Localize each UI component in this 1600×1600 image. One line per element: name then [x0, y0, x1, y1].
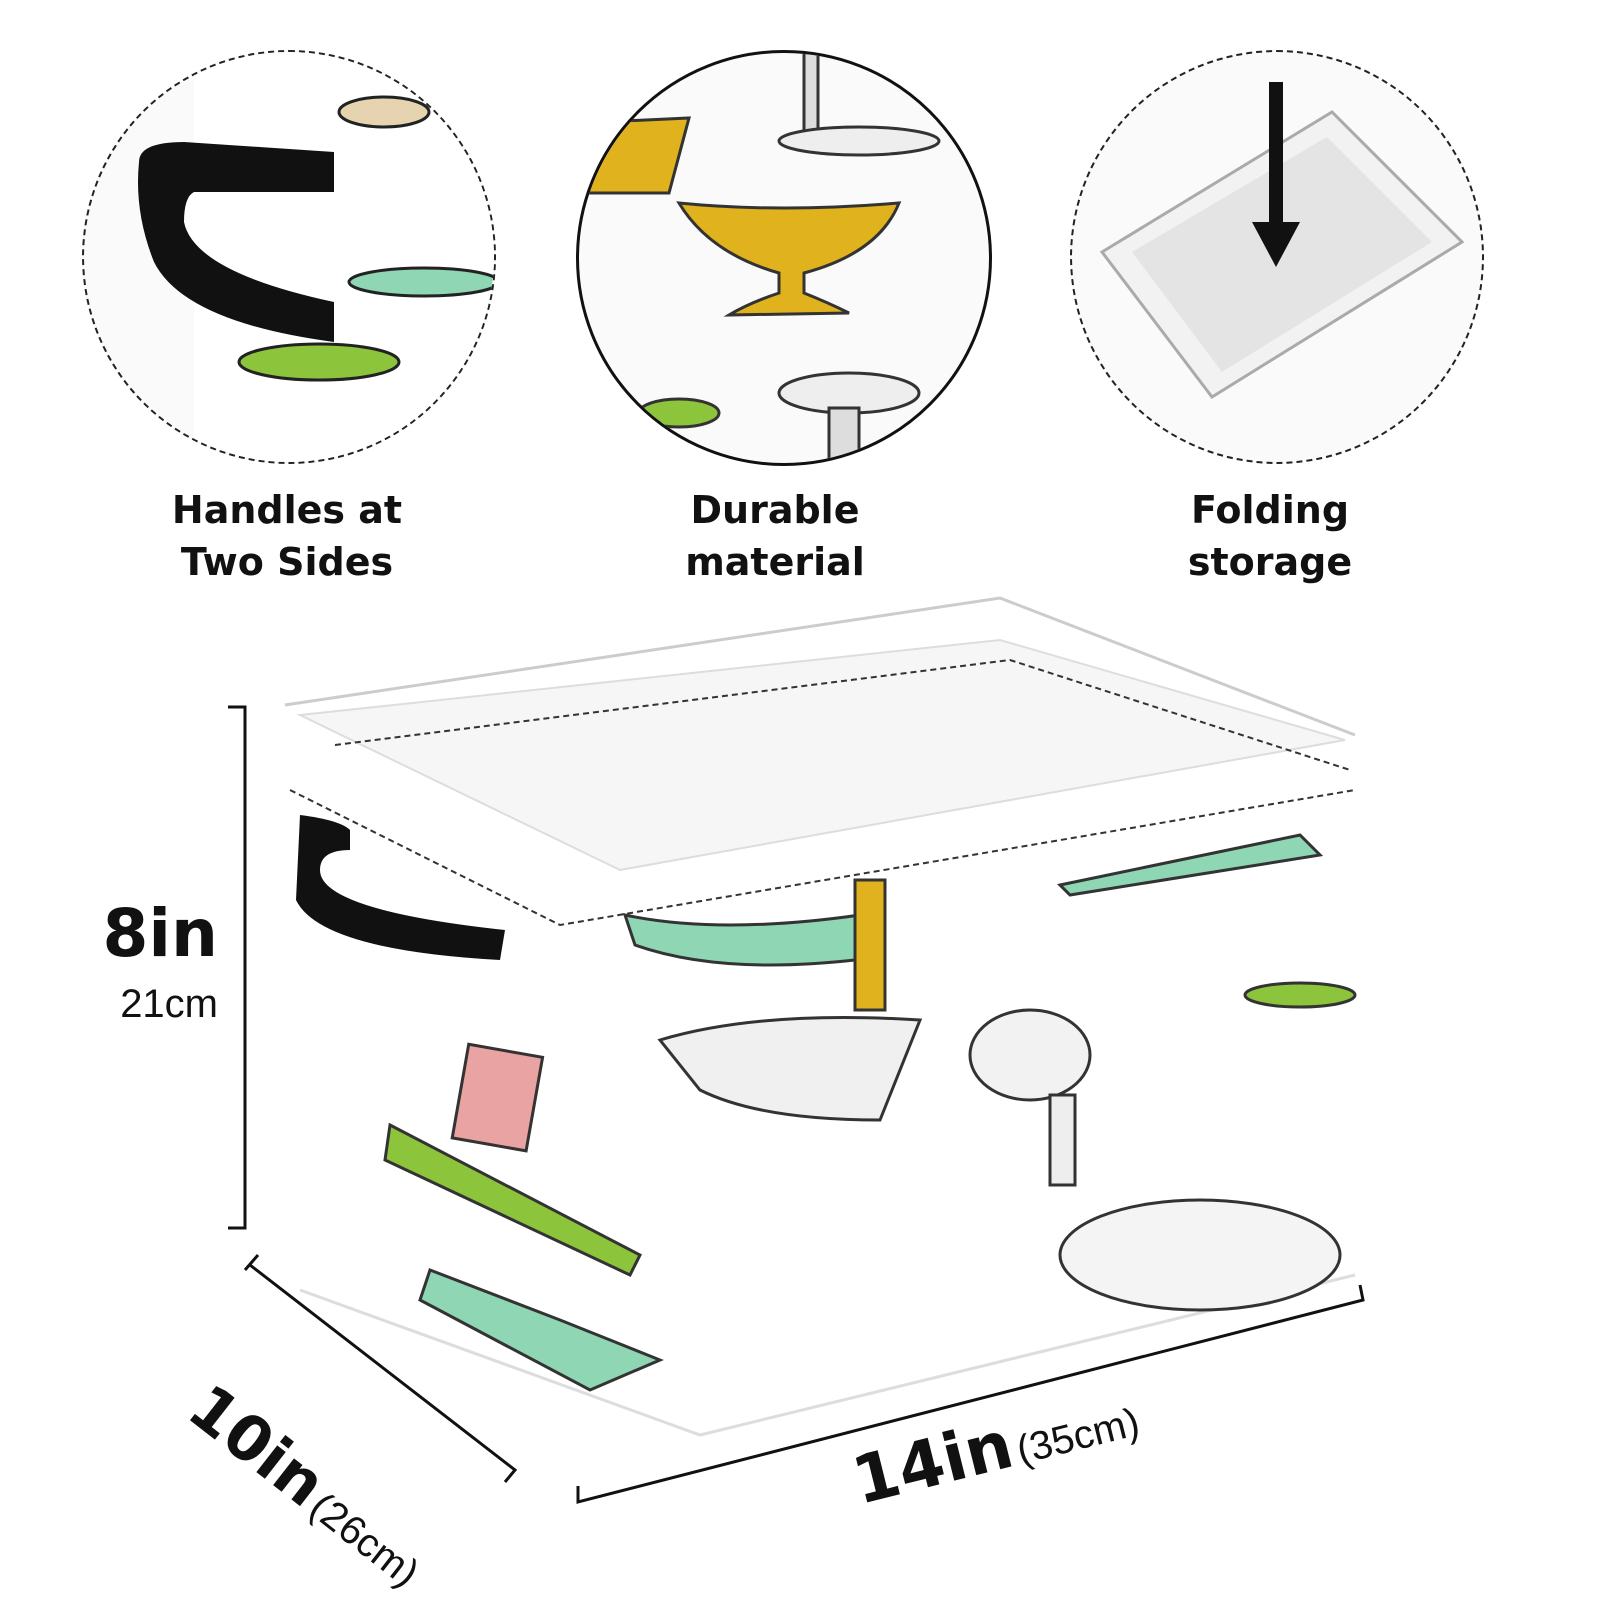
feature-label-handles: Handles at Two Sides	[117, 484, 457, 588]
height-dimension-line	[228, 705, 247, 1230]
feature-label-line: Handles at	[171, 488, 403, 532]
feature-label-material: Durable material	[605, 484, 945, 588]
height-inches: 8in	[102, 895, 218, 972]
feature-label-folding: Folding storage	[1100, 484, 1440, 588]
feature-label-line: Durable	[690, 488, 860, 532]
width-dimension-line	[576, 1284, 1365, 1504]
feature-label-line: Two Sides	[180, 540, 394, 584]
height-cm: 21cm	[120, 982, 218, 1026]
handle-icon	[138, 52, 494, 462]
feature-label-line: storage	[1187, 540, 1353, 584]
depth-dimension-line	[243, 1254, 518, 1483]
handles-closeup-image	[82, 50, 496, 464]
handle-icon	[296, 815, 505, 960]
feature-label-line: Folding	[1190, 488, 1350, 532]
folding-closeup-image	[1070, 50, 1484, 464]
folding-arrow-icon	[1099, 82, 1465, 399]
material-closeup-image	[576, 50, 992, 466]
feature-label-line: material	[685, 540, 865, 584]
